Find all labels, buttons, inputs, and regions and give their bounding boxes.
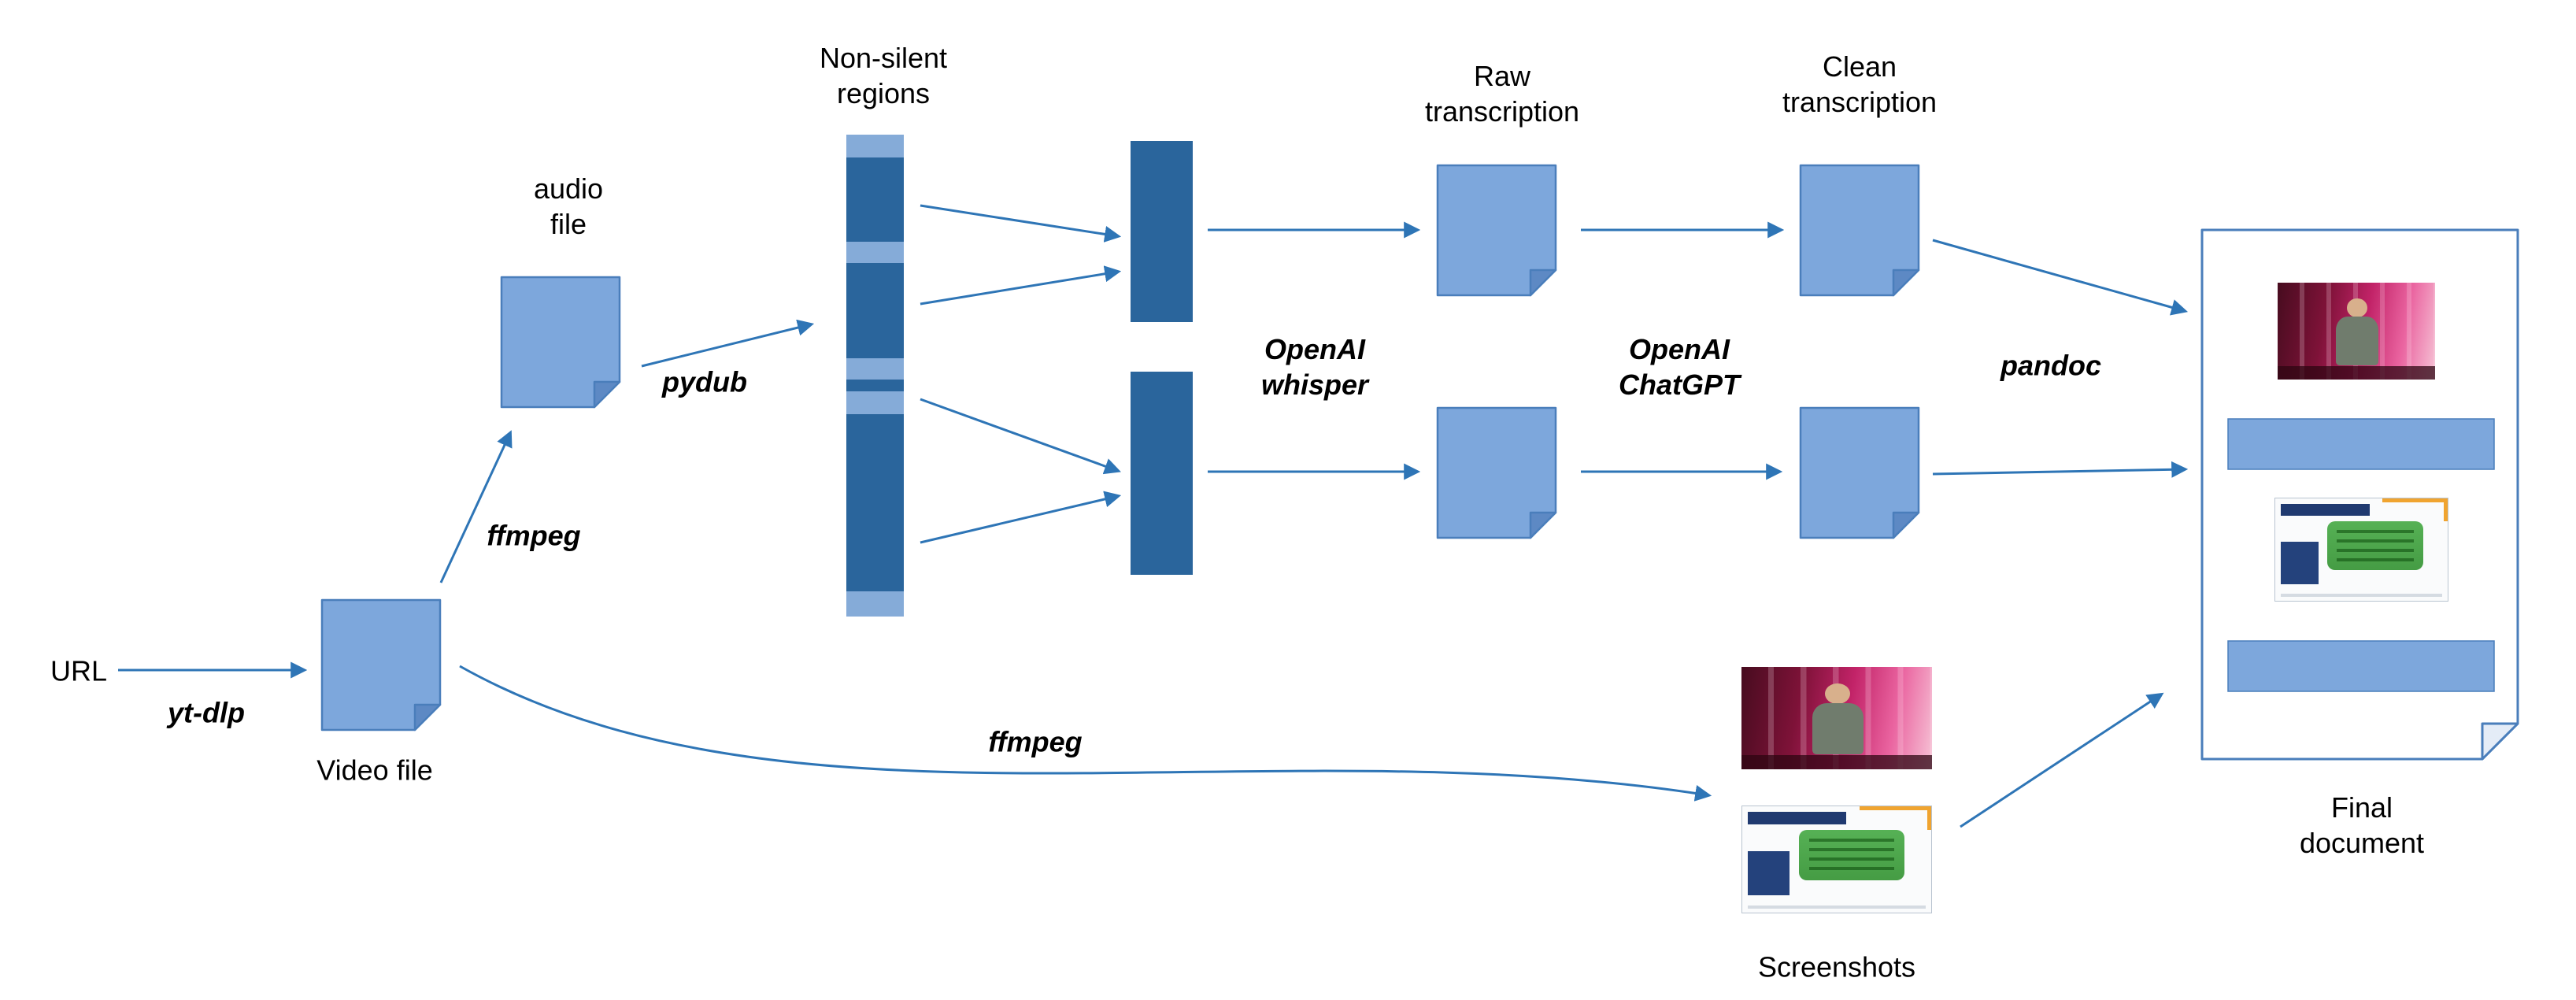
clean-transcription-icon-bottom (1799, 406, 1920, 539)
tool-label-ffmpeg-screenshots: ffmpeg (988, 725, 1083, 758)
final-doc-text-bar-2 (2227, 640, 2495, 692)
label-clean-transcription: Clean transcription (1782, 50, 1938, 118)
slide-title-bar (2280, 503, 2371, 517)
final-doc-text-bar-1 (2227, 418, 2495, 470)
speaker-head (2347, 298, 2367, 318)
screenshot-slide (1741, 806, 1932, 913)
tool-label-openai-chatgpt: OpenAI ChatGPT (1618, 333, 1741, 401)
stage-floor (2278, 365, 2435, 380)
audio-segment-bar-bottom (1131, 372, 1193, 575)
stage-floor (1741, 754, 1932, 769)
slide-corner-accent (2382, 498, 2448, 521)
label-screenshots: Screenshots (1757, 950, 1916, 983)
arrow-region-to-segment-4 (920, 491, 1122, 544)
slide-footer-line (2280, 593, 2443, 597)
arrow-video-to-screenshots-curve (459, 665, 1712, 802)
slide-green-text-lines (2336, 529, 2415, 561)
audio-segment-bar-top (1131, 141, 1193, 322)
tool-label-yt-dlp: yt-dlp (168, 696, 245, 729)
raw-transcription-icon-bottom (1436, 406, 1557, 539)
label-non-silent-regions: Non-silent regions (819, 42, 948, 109)
arrow-region-to-segment-1 (920, 204, 1122, 243)
slide-title-bar (1748, 811, 1846, 824)
speaker-body (2336, 317, 2378, 365)
final-doc-slide-thumbnail (2274, 498, 2448, 602)
arrow-clean-bottom-to-final-doc (1932, 461, 2189, 478)
slide-left-box (1748, 850, 1790, 896)
tool-label-openai-whisper: OpenAI whisper (1260, 333, 1369, 401)
arrow-region-to-segment-3 (920, 398, 1121, 475)
tool-label-pandoc: pandoc (2000, 349, 2102, 382)
speaker-head (1825, 683, 1850, 704)
slide-footer-line (1748, 905, 1926, 909)
arrow-audio-to-regions (641, 319, 815, 368)
arrow-region-to-segment-2 (920, 265, 1122, 306)
raw-transcription-icon-top (1436, 164, 1557, 297)
audio-file-icon (500, 276, 621, 409)
non-silent-regions-bar (846, 135, 904, 617)
slide-green-box (2326, 520, 2424, 570)
clean-transcription-icon-top (1799, 164, 1920, 297)
speaker-body (1812, 702, 1864, 754)
tool-label-pydub: pydub (662, 365, 747, 398)
label-video-file: Video file (316, 754, 433, 787)
tool-label-ffmpeg-audio: ffmpeg (487, 519, 581, 552)
slide-corner-accent (1859, 806, 1931, 830)
arrow-video-to-audio (439, 430, 513, 583)
final-doc-speaker-photo-thumbnail (2278, 283, 2435, 380)
screenshot-speaker-photo (1741, 667, 1932, 769)
label-audio-file: audio file (533, 172, 604, 240)
label-raw-transcription: Raw transcription (1424, 60, 1580, 128)
slide-green-box (1799, 829, 1905, 881)
slide-left-box (2280, 541, 2319, 585)
arrow-clean-top-to-final-doc (1932, 239, 2189, 316)
arrow-screenshots-to-final-doc (1960, 692, 2164, 828)
slide-green-text-lines (1809, 839, 1894, 872)
video-file-icon (320, 598, 442, 731)
label-url: URL (50, 654, 108, 687)
label-final-document: Final document (2299, 791, 2425, 859)
